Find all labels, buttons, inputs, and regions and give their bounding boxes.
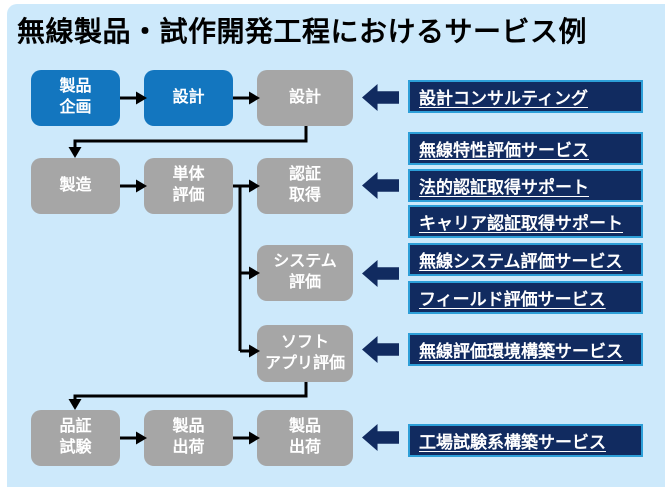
service-wireless-evaluation-environment[interactable]: 無線評価環境構築サービス: [408, 333, 643, 366]
service-design-consulting[interactable]: 設計コンサルティング: [408, 80, 643, 113]
node-system-evaluation: システム 評価: [257, 245, 353, 301]
node-quality-test: 品証 試験: [31, 410, 120, 466]
service-factory-test-system[interactable]: 工場試験系構築サービス: [408, 424, 643, 457]
node-product-shipping-mid: 製品 出荷: [144, 410, 233, 466]
service-label: 無線特性評価サービス: [419, 141, 589, 160]
page-title: 無線製品・試作開発工程におけるサービス例: [17, 16, 588, 47]
service-label: 工場試験系構築サービス: [419, 433, 606, 452]
node-product-planning: 製品 企画: [31, 70, 120, 126]
service-wireless-characteristics-evaluation[interactable]: 無線特性評価サービス: [408, 132, 643, 165]
service-label: 無線評価環境構築サービス: [419, 342, 623, 361]
node-design: 設計: [257, 70, 353, 126]
service-label: 設計コンサルティング: [419, 89, 588, 108]
service-wireless-system-evaluation[interactable]: 無線システム評価サービス: [408, 243, 643, 276]
service-legal-certification-support[interactable]: 法的認証取得サポート: [408, 169, 643, 202]
service-label: キャリア認証取得サポート: [419, 214, 623, 233]
service-label: フィールド評価サービス: [419, 290, 606, 309]
node-unit-evaluation: 単体 評価: [144, 158, 233, 214]
service-label: 法的認証取得サポート: [419, 178, 589, 197]
node-product-shipping: 製品 出荷: [257, 410, 353, 466]
service-field-evaluation[interactable]: フィールド評価サービス: [408, 281, 643, 314]
node-manufacturing: 製造: [31, 158, 120, 214]
service-label: 無線システム評価サービス: [419, 252, 623, 271]
service-carrier-certification-support[interactable]: キャリア認証取得サポート: [408, 205, 643, 238]
node-software-app-evaluation: ソフト アプリ評価: [257, 325, 353, 382]
node-certification: 認証 取得: [257, 158, 353, 214]
node-design-internal: 設計: [144, 70, 233, 126]
